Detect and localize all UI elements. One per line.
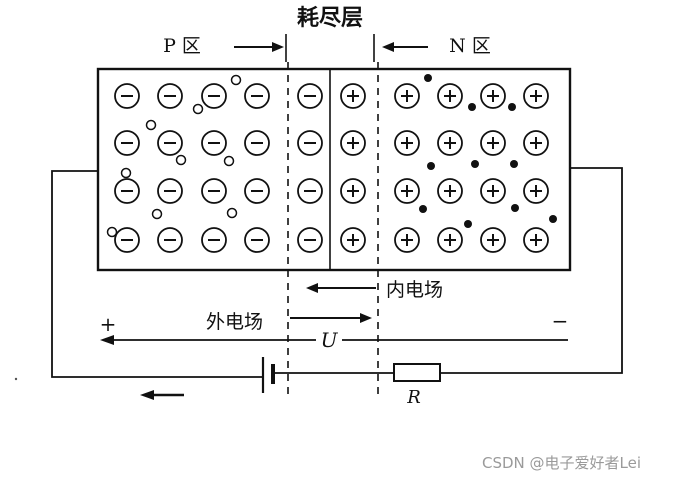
carrier-layer	[106, 74, 557, 238]
negative-acceptor-ion	[114, 83, 140, 109]
negative-acceptor-ion	[201, 227, 227, 253]
negative-acceptor-ion	[297, 130, 323, 156]
electron-carrier	[427, 162, 435, 170]
positive-donor-ion	[340, 83, 366, 109]
negative-acceptor-ion	[201, 130, 227, 156]
csdn-watermark: CSDN @电子爱好者Lei	[482, 454, 642, 472]
electron-carrier	[508, 103, 516, 111]
positive-donor-ion	[394, 227, 420, 253]
hole-carrier	[230, 74, 242, 86]
external-field-label: 外电场	[206, 311, 263, 333]
positive-donor-ion	[340, 178, 366, 204]
negative-acceptor-ion	[297, 227, 323, 253]
negative-acceptor-ion	[114, 178, 140, 204]
internal-field-arrow	[306, 283, 376, 293]
positive-donor-ion	[394, 178, 420, 204]
negative-acceptor-ion	[201, 178, 227, 204]
negative-acceptor-ion	[114, 130, 140, 156]
hole-carrier	[120, 167, 132, 179]
internal-field-label: 内电场	[386, 279, 443, 301]
electron-carrier	[464, 220, 472, 228]
current-arrow	[140, 390, 184, 400]
hole-carrier	[151, 208, 163, 220]
positive-donor-ion	[523, 83, 549, 109]
positive-donor-ion	[340, 227, 366, 253]
circuit-wires	[51, 167, 623, 378]
depletion-top-markers	[285, 34, 375, 62]
positive-donor-ion	[437, 130, 463, 156]
electron-carrier	[424, 74, 432, 82]
negative-acceptor-ion	[201, 83, 227, 109]
positive-donor-ion	[394, 130, 420, 156]
minus-sign: −	[552, 309, 569, 333]
plus-sign: +	[100, 312, 117, 336]
negative-acceptor-ion	[244, 130, 270, 156]
negative-acceptor-ion	[114, 227, 140, 253]
negative-acceptor-ion	[157, 178, 183, 204]
voltage-arrow	[100, 335, 568, 345]
positive-donor-ion	[394, 83, 420, 109]
electron-carrier	[471, 160, 479, 168]
positive-donor-ion	[437, 227, 463, 253]
negative-acceptor-ion	[157, 130, 183, 156]
external-field-arrow	[290, 313, 372, 323]
positive-donor-ion	[480, 83, 506, 109]
negative-acceptor-ion	[244, 83, 270, 109]
positive-donor-ion	[523, 130, 549, 156]
speck-dot	[14, 377, 18, 381]
positive-donor-ion	[437, 83, 463, 109]
depletion-boundary-arrows	[234, 42, 428, 52]
electron-carrier	[549, 215, 557, 223]
battery-symbol	[261, 357, 275, 393]
hole-carrier	[226, 207, 238, 219]
hole-carrier	[192, 103, 204, 115]
hole-carrier	[106, 226, 118, 238]
ion-layer	[114, 83, 549, 253]
semiconductor-block	[96, 67, 572, 272]
positive-donor-ion	[437, 178, 463, 204]
resistor-label: R	[406, 387, 421, 408]
hole-carrier	[175, 154, 187, 166]
positive-donor-ion	[523, 227, 549, 253]
negative-acceptor-ion	[244, 178, 270, 204]
p-region-label: P 区	[163, 35, 201, 57]
negative-acceptor-ion	[297, 83, 323, 109]
n-region-label: N 区	[449, 35, 491, 57]
electron-carrier	[419, 205, 427, 213]
electron-carrier	[510, 160, 518, 168]
negative-acceptor-ion	[297, 178, 323, 204]
electron-carrier	[511, 204, 519, 212]
positive-donor-ion	[340, 130, 366, 156]
resistor-symbol	[393, 363, 441, 382]
positive-donor-ion	[480, 227, 506, 253]
positive-donor-ion	[480, 130, 506, 156]
negative-acceptor-ion	[244, 227, 270, 253]
negative-acceptor-ion	[157, 83, 183, 109]
electron-carrier	[468, 103, 476, 111]
voltage-label: U	[321, 328, 339, 352]
negative-acceptor-ion	[157, 227, 183, 253]
depletion-layer-title: 耗尽层	[297, 5, 363, 31]
hole-carrier	[145, 119, 157, 131]
positive-donor-ion	[480, 178, 506, 204]
positive-donor-ion	[523, 178, 549, 204]
hole-carrier	[223, 155, 235, 167]
